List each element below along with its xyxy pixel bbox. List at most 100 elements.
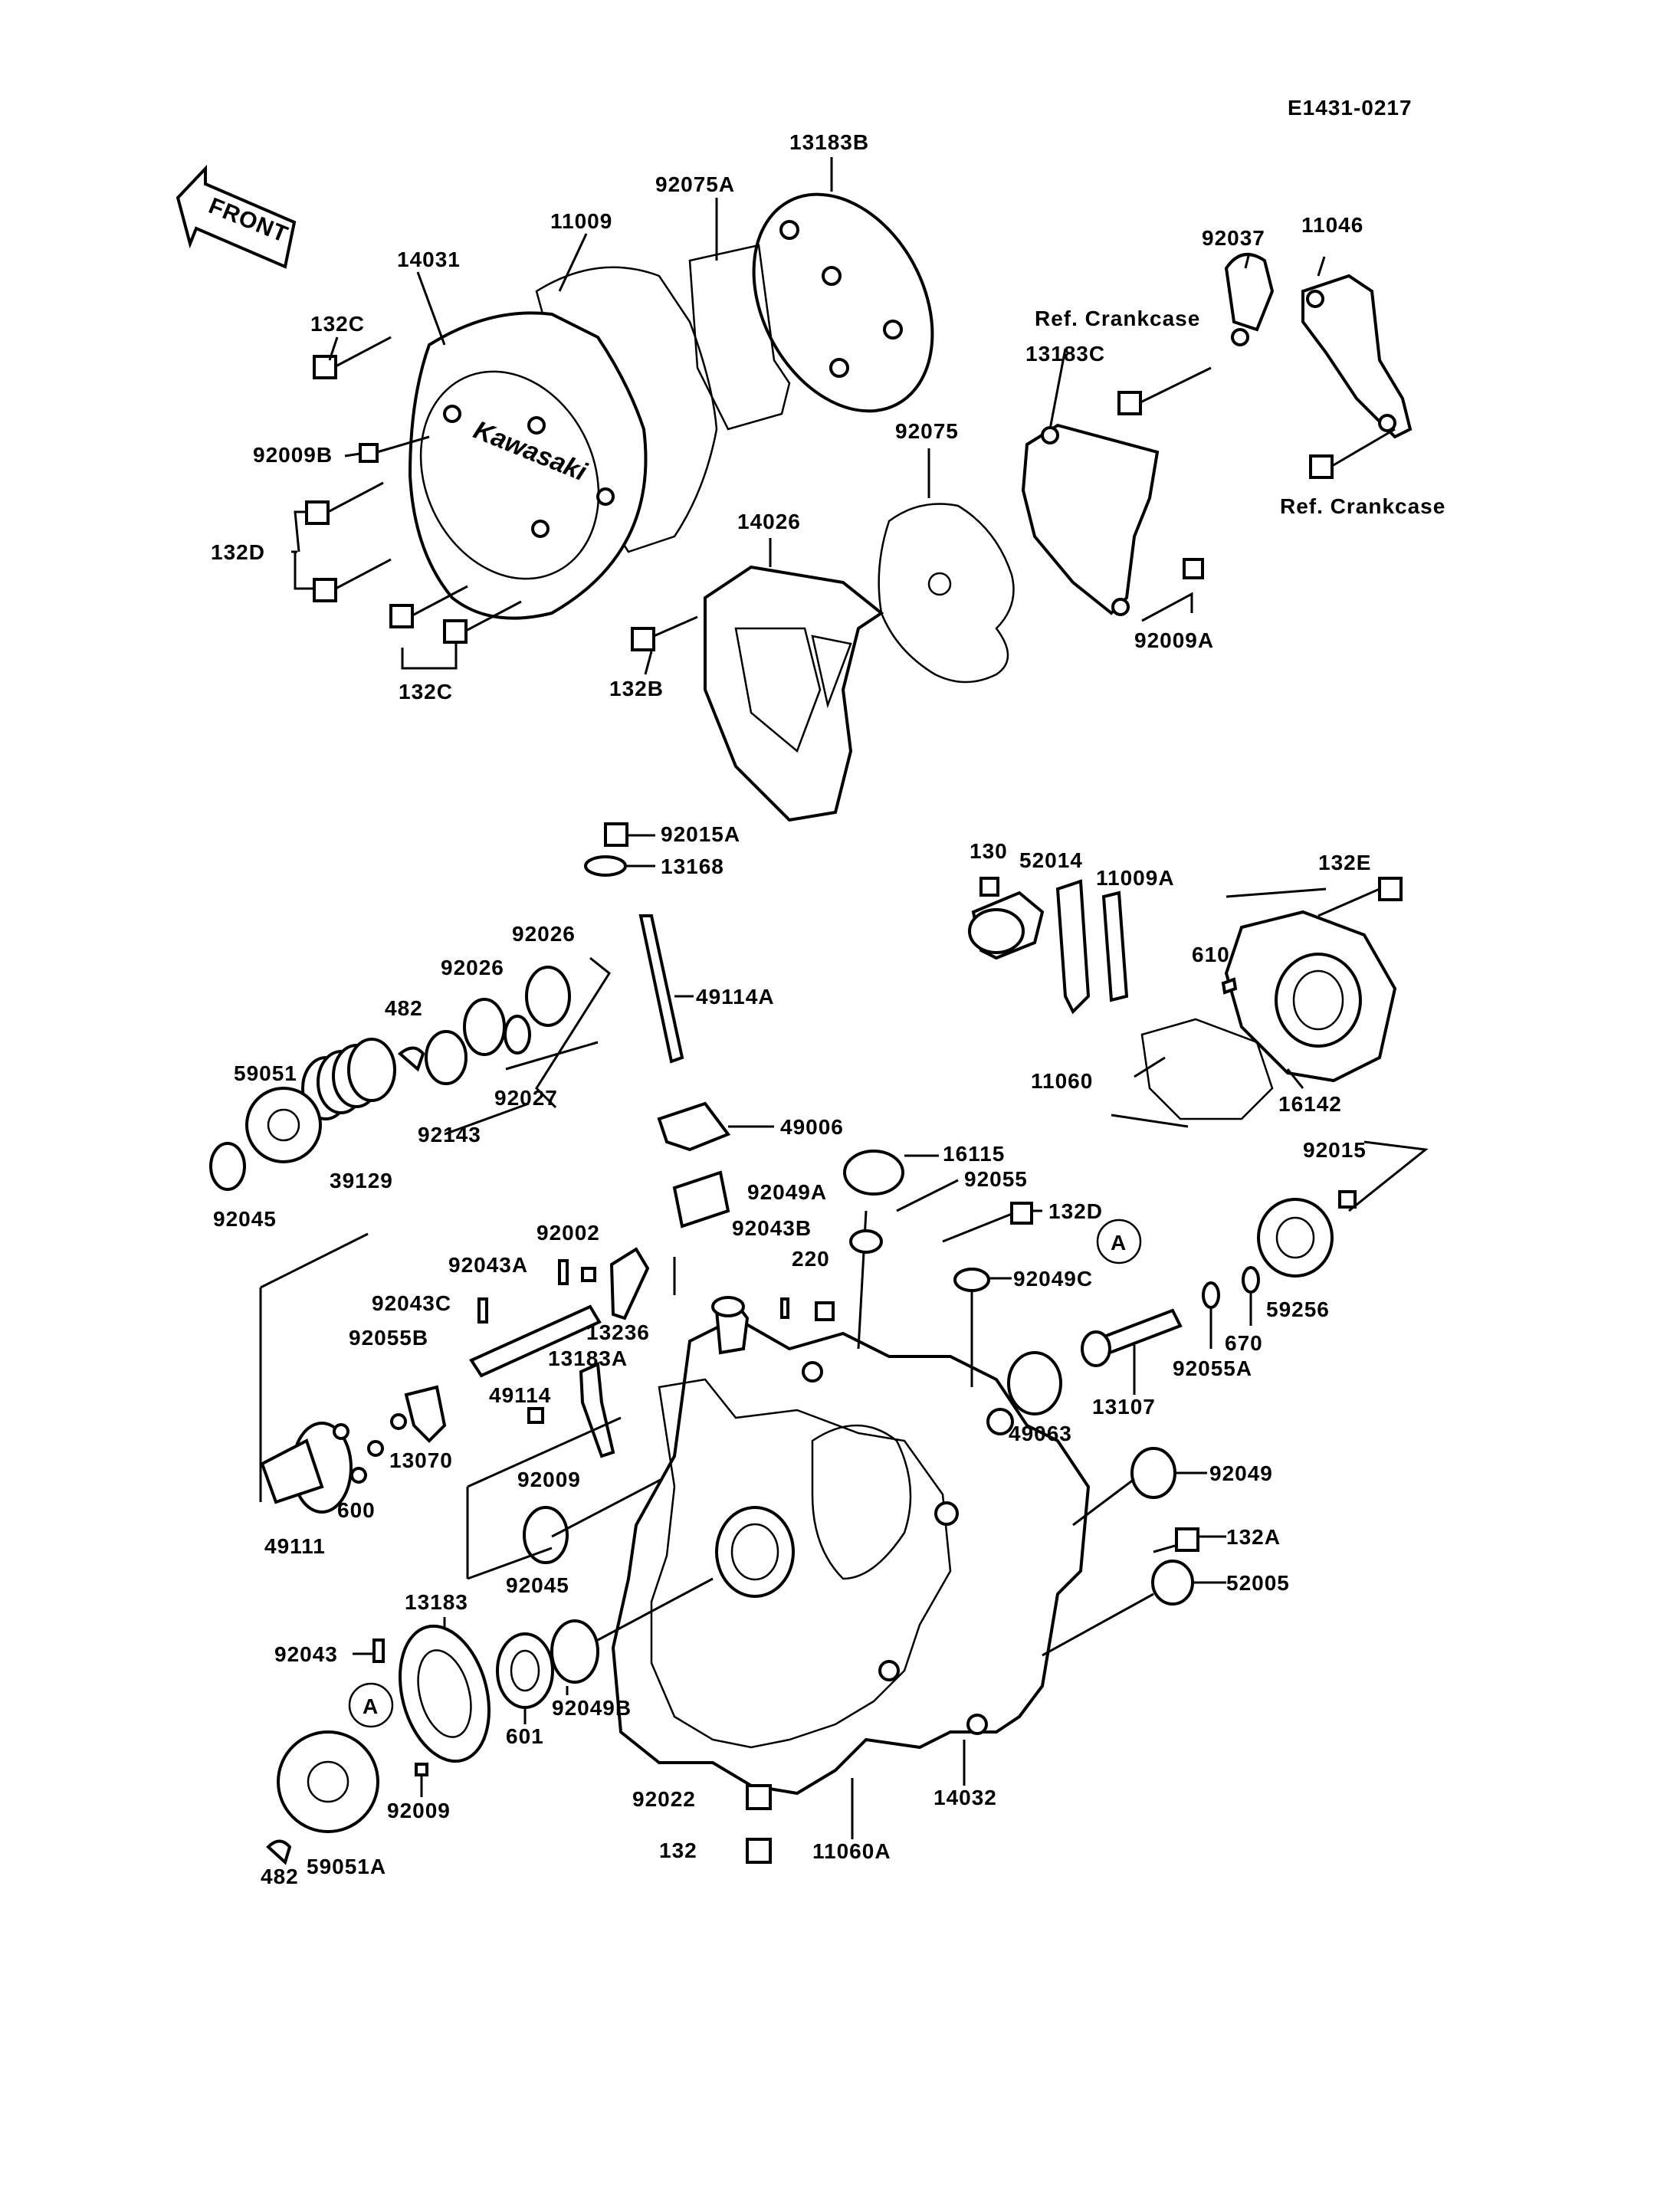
diagram-code: E1431-0217 xyxy=(1288,96,1413,120)
circle-marker-a-left: A xyxy=(348,1682,394,1728)
label-132C-bottom: 132C xyxy=(399,680,453,704)
label-59256: 59256 xyxy=(1266,1297,1330,1321)
label-92009-b: 92009 xyxy=(387,1799,451,1822)
label-52005: 52005 xyxy=(1226,1571,1290,1595)
label-13070: 13070 xyxy=(389,1448,453,1472)
label-670: 670 xyxy=(1225,1331,1263,1355)
label-92027: 92027 xyxy=(494,1086,558,1110)
pin-92043C xyxy=(477,1297,488,1324)
bolt-132E xyxy=(1317,877,1403,917)
bolt-130 xyxy=(979,877,999,897)
gear-59051 xyxy=(245,1087,322,1163)
washer-92026-a xyxy=(525,966,571,1027)
kick-shaft-49111 xyxy=(260,1422,353,1514)
label-132D-left: 132D xyxy=(211,540,265,564)
svg-text:A: A xyxy=(1111,1231,1127,1255)
part-220 xyxy=(815,1301,835,1321)
label-610: 610 xyxy=(1192,943,1230,966)
clutch-cover-group: Kawasaki xyxy=(291,157,934,670)
impeller-59256 xyxy=(1257,1198,1334,1278)
crankcase-14032 xyxy=(611,1210,1091,1864)
label-92043: 92043 xyxy=(274,1642,338,1666)
label-132C-top: 132C xyxy=(310,312,365,336)
washer-600 xyxy=(350,1467,367,1484)
plate-52014 xyxy=(1055,879,1091,1015)
seal-92049C xyxy=(953,1268,990,1292)
collar-92143 xyxy=(425,1030,468,1085)
gasket-92075 xyxy=(878,503,1015,684)
circle-marker-a-right: A xyxy=(1096,1219,1142,1265)
kickstart-group xyxy=(209,822,774,1580)
label-92009B: 92009B xyxy=(253,443,333,467)
label-92022: 92022 xyxy=(632,1787,696,1811)
label-52014: 52014 xyxy=(1019,848,1083,872)
oring-92055 xyxy=(849,1229,883,1254)
label-13183B: 13183B xyxy=(789,130,869,154)
label-92045-b: 92045 xyxy=(506,1573,569,1597)
label-13168: 13168 xyxy=(661,854,724,878)
label-132D-center: 132D xyxy=(1048,1199,1103,1223)
plate-13183 xyxy=(398,1624,491,1763)
label-92002: 92002 xyxy=(536,1221,600,1245)
washer-13168 xyxy=(584,855,627,877)
circlip-482-b xyxy=(266,1839,292,1865)
bolt-ref-crankcase-b xyxy=(1309,428,1396,479)
right-shaft-group: A xyxy=(780,1140,1429,1657)
cover-plate-13183B xyxy=(752,192,934,413)
bolt-132D-center xyxy=(1010,1202,1033,1225)
label-132A: 132A xyxy=(1226,1525,1281,1549)
label-92055B: 92055B xyxy=(349,1326,428,1350)
label-132E: 132E xyxy=(1318,851,1371,874)
plug-92022 xyxy=(746,1784,772,1810)
label-92009A: 92009A xyxy=(1134,628,1214,652)
bolt-92009A xyxy=(1183,558,1204,579)
bolt-92009-a xyxy=(527,1407,544,1424)
label-11060A: 11060A xyxy=(812,1839,891,1863)
label-49063: 49063 xyxy=(1009,1422,1072,1445)
label-92043A: 92043A xyxy=(448,1253,528,1277)
bolt-132B xyxy=(631,615,698,651)
ring-92055B xyxy=(390,1413,407,1430)
front-arrow: FRONT xyxy=(176,164,297,269)
crankcase-body xyxy=(611,1316,1091,1796)
bolt-132A xyxy=(1175,1527,1199,1552)
bearing-601 xyxy=(496,1632,554,1709)
label-92075: 92075 xyxy=(895,419,959,443)
label-92049C: 92049C xyxy=(1013,1267,1093,1291)
label-92026-b: 92026 xyxy=(441,956,504,979)
label-92049: 92049 xyxy=(1209,1461,1273,1485)
label-13107: 13107 xyxy=(1092,1395,1156,1419)
label-13183C: 13183C xyxy=(1025,342,1105,366)
label-59051A: 59051A xyxy=(307,1855,386,1878)
bottom-left-group: A xyxy=(266,1577,714,1865)
label-ref-crankcase-b: Ref. Crankcase xyxy=(1280,494,1445,518)
shaft-49114 xyxy=(469,1304,602,1378)
bolt-92009-b xyxy=(415,1763,428,1776)
bolt-132C-top xyxy=(313,336,392,379)
bracket-11046 xyxy=(1301,274,1413,439)
label-49006: 49006 xyxy=(780,1115,844,1139)
label-92075A: 92075A xyxy=(655,172,735,196)
label-11009: 11009 xyxy=(550,209,612,233)
label-92026-a: 92026 xyxy=(512,922,576,946)
gasket-92075A xyxy=(688,244,791,431)
bolt-132C-b2 xyxy=(443,600,522,644)
bolt-132D-b xyxy=(313,558,392,602)
label-14032: 14032 xyxy=(934,1786,997,1809)
ring-670 xyxy=(1242,1266,1260,1294)
gasket-11009A xyxy=(1101,891,1129,1002)
plate-13236 xyxy=(609,1247,650,1320)
label-92043B: 92043B xyxy=(732,1216,812,1240)
label-92055A: 92055A xyxy=(1173,1356,1252,1380)
seal-92049 xyxy=(1130,1447,1176,1499)
svg-text:A: A xyxy=(363,1694,379,1718)
label-92045-a: 92045 xyxy=(213,1207,277,1231)
cover-13183C xyxy=(1021,423,1160,615)
label-92049A: 92049A xyxy=(747,1180,827,1204)
bolt-132C-b1 xyxy=(389,585,468,628)
label-92049B: 92049B xyxy=(552,1696,632,1720)
part-labels: 13183B 92075A 11009 14031 132C 92009B 13… xyxy=(211,130,1445,1888)
label-14031: 14031 xyxy=(397,248,461,271)
plate-13183A xyxy=(579,1362,615,1458)
